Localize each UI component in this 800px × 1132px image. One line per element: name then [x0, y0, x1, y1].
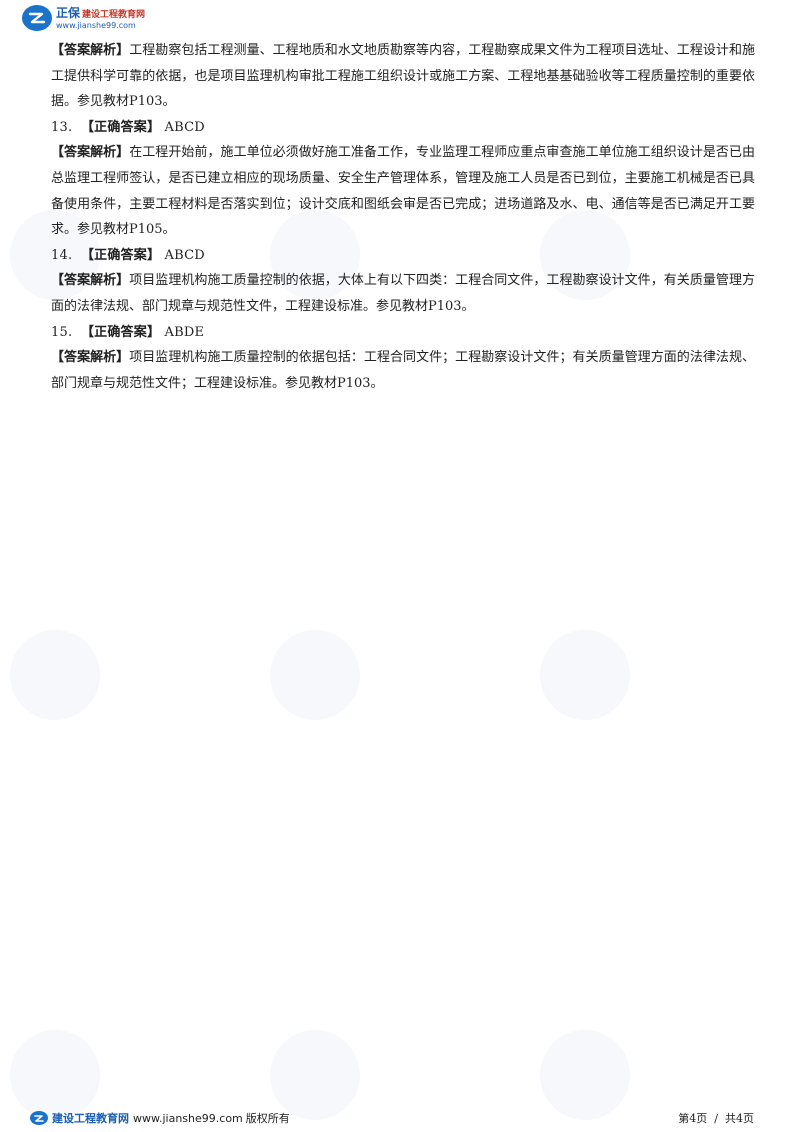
question-number: 15. — [51, 324, 73, 340]
question-number: 13. — [51, 119, 73, 135]
watermark-logo-icon — [270, 1030, 360, 1120]
analysis-paragraph: 【答案解析】工程勘察包括工程测量、工程地质和水文地质勘察等内容，工程勘察成果文件… — [51, 38, 755, 115]
analysis-paragraph: 【答案解析】在工程开始前，施工单位必须做好施工准备工作，专业监理工程师应重点审查… — [51, 140, 755, 242]
footer-rights: 版权所有 — [245, 1112, 290, 1125]
footer-logo-icon — [30, 1111, 48, 1125]
document-body: 【答案解析】工程勘察包括工程测量、工程地质和水文地质勘察等内容，工程勘察成果文件… — [51, 38, 755, 396]
analysis-tag: 【答案解析】 — [51, 43, 130, 58]
header-logo-text: 正保建设工程教育网 www.jianshe99.com — [56, 7, 145, 30]
footer-brand: 建设工程教育网 — [52, 1112, 129, 1125]
analysis-paragraph: 【答案解析】项目监理机构施工质量控制的依据，大体上有以下四类：工程合同文件，工程… — [51, 268, 755, 319]
page-total: 共4页 — [725, 1112, 754, 1125]
page-footer: 建设工程教育网 www.jianshe99.com 版权所有 第4页 / 共4页 — [30, 1108, 754, 1128]
answer-label: 【正确答案】 — [80, 247, 161, 263]
page-number: 第4页 — [678, 1112, 708, 1125]
watermark-logo-icon — [540, 630, 630, 720]
analysis-tag: 【答案解析】 — [51, 350, 130, 366]
answer-value: ABCD — [164, 247, 205, 263]
answer-line: 13. 【正确答案】 ABCD — [51, 115, 755, 141]
answer-line: 15. 【正确答案】 ABDE — [51, 320, 755, 346]
analysis-tag: 【答案解析】 — [51, 273, 130, 289]
analysis-text: 项目监理机构施工质量控制的依据，大体上有以下四类：工程合同文件，工程勘察设计文件… — [51, 273, 755, 314]
answer-value: ABCD — [164, 119, 205, 135]
answer-label: 【正确答案】 — [80, 119, 161, 135]
footer-url: www.jianshe99.com — [133, 1111, 243, 1125]
watermark-logo-icon — [540, 1030, 630, 1120]
answer-line: 14. 【正确答案】 ABCD — [51, 243, 755, 269]
header-logo: 正保建设工程教育网 www.jianshe99.com — [22, 4, 145, 32]
question-number: 14. — [51, 247, 73, 263]
analysis-paragraph: 【答案解析】项目监理机构施工质量控制的依据包括：工程合同文件；工程勘察设计文件；… — [51, 345, 755, 396]
watermark-logo-icon — [270, 630, 360, 720]
header-brand-sub: 建设工程教育网 — [82, 9, 146, 20]
header-url: www.jianshe99.com — [56, 20, 136, 30]
zhengbao-logo-icon — [22, 5, 52, 31]
header-brand: 正保 — [56, 5, 81, 20]
answer-label: 【正确答案】 — [80, 324, 161, 340]
analysis-text: 在工程开始前，施工单位必须做好施工准备工作，专业监理工程师应重点审查施工单位施工… — [51, 145, 755, 238]
analysis-text: 项目监理机构施工质量控制的依据包括：工程合同文件；工程勘察设计文件；有关质量管理… — [51, 350, 755, 391]
footer-brand-block: 建设工程教育网 www.jianshe99.com 版权所有 — [30, 1110, 290, 1126]
page-separator: / — [714, 1112, 718, 1125]
analysis-text: 工程勘察包括工程测量、工程地质和水文地质勘察等内容，工程勘察成果文件为工程项目选… — [51, 43, 755, 110]
page-indicator: 第4页 / 共4页 — [678, 1110, 754, 1126]
watermark-logo-icon — [10, 1030, 100, 1120]
analysis-tag: 【答案解析】 — [51, 145, 130, 161]
watermark-logo-icon — [10, 630, 100, 720]
answer-value: ABDE — [164, 324, 205, 340]
